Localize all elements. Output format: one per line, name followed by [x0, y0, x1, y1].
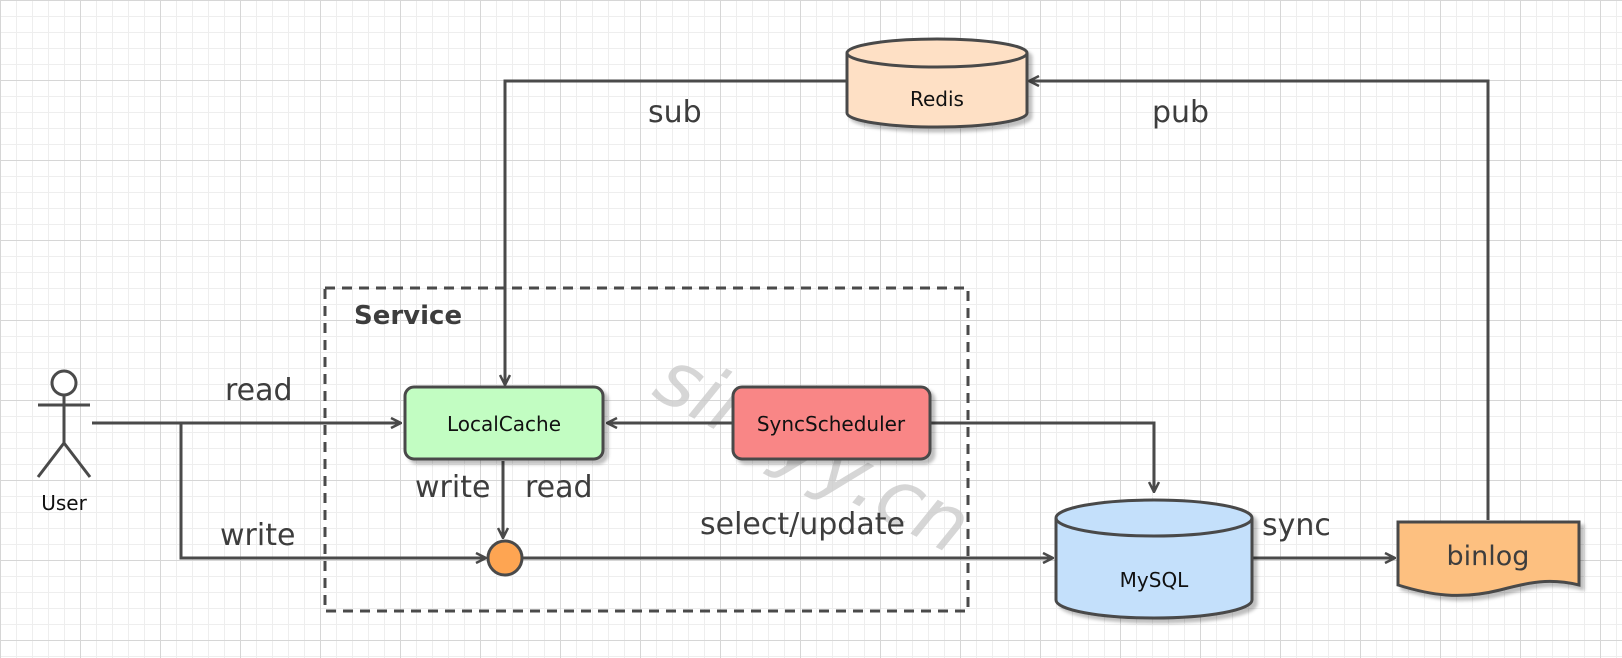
edge-label-write-user: write	[220, 518, 295, 553]
service-boundary	[323, 286, 970, 613]
edge-label-write-cache: write	[415, 470, 490, 505]
redis-label: Redis	[910, 87, 964, 111]
edge-label-pub: pub	[1152, 95, 1209, 130]
edge-user-write	[179, 423, 486, 558]
edge-redis-to-cache	[505, 79, 846, 385]
binlog-label: binlog	[1447, 541, 1530, 572]
binlog-node	[1396, 520, 1581, 597]
edge-scheduler-to-mysql	[930, 421, 1154, 492]
write-junction-node	[486, 539, 524, 577]
mysql-label: MySQL	[1120, 568, 1190, 592]
edge-label-sub: sub	[648, 95, 702, 130]
local-cache-label: LocalCache	[447, 412, 561, 436]
redis-node	[845, 37, 1029, 129]
local-cache-node	[403, 385, 605, 461]
edge-label-read-user: read	[225, 373, 293, 408]
mysql-node	[1054, 498, 1254, 620]
user-label: User	[41, 491, 87, 515]
edge-binlog-to-redis	[1029, 81, 1490, 520]
edge-label-sync: sync	[1262, 508, 1331, 543]
user-actor-icon	[36, 369, 92, 478]
sync-scheduler-label: SyncScheduler	[757, 412, 906, 436]
service-label: Service	[354, 301, 462, 331]
sync-scheduler-node	[731, 385, 932, 461]
edge-label-select-update: select/update	[700, 507, 905, 542]
edge-label-read-cache: read	[525, 470, 593, 505]
